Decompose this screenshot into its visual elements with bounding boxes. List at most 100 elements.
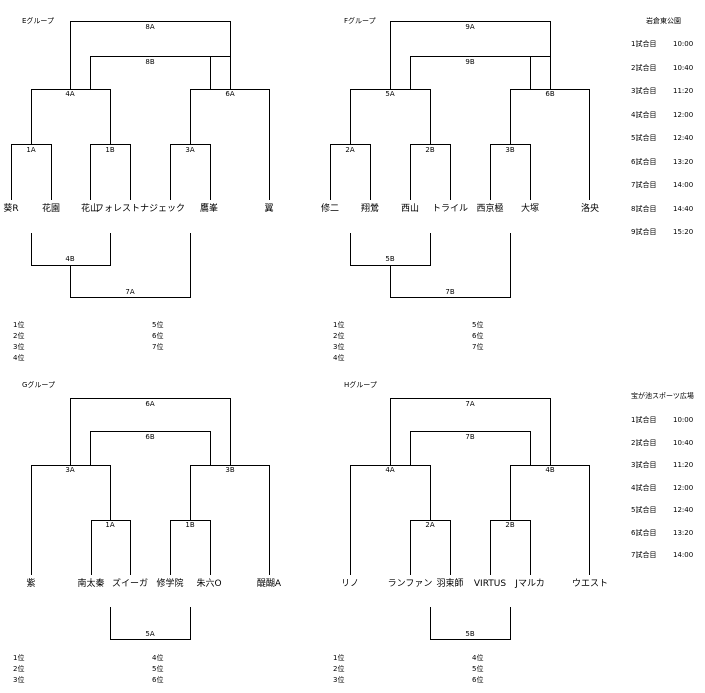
group-h-bracket-line [430,607,431,639]
group-e-bracket-line [11,144,52,145]
group-e-team: 花園 [41,204,61,214]
group-h-bracket-line [589,465,590,575]
venue-1-slot-label: 2試合目 [631,64,657,72]
group-h-title: Hグループ [344,381,377,389]
group-g-match-label: 1B [185,521,195,529]
group-g-bracket-line [210,431,211,465]
group-e-bracket-line [90,144,131,145]
venue-1-slot-time: 13:20 [673,158,694,166]
group-g-match-label: 5A [145,630,155,638]
group-g-team: 紫 [26,579,36,589]
group-e-bracket-line [70,297,191,298]
group-f-bracket-line [430,89,431,144]
group-g-bracket-line [170,520,211,521]
group-g-rank: 3位 [13,676,25,684]
group-f-bracket-line [410,56,411,89]
group-h-team: ランファン [387,579,433,589]
group-h-bracket-line [390,398,551,399]
group-h-rank: 5位 [472,665,484,673]
venue-1-slot-time: 12:00 [673,111,694,119]
group-h-rank: 1位 [333,654,345,662]
venue-2-title: 宝が池スポーツ広場 [631,392,694,400]
group-g-bracket-line [210,520,211,575]
venue-2-slot-label: 6試合目 [631,529,657,537]
group-f-rank: 4位 [333,354,345,362]
group-e-rank: 4位 [13,354,25,362]
group-f-title: Fグループ [344,17,376,25]
group-f-match-label: 3B [505,146,515,154]
group-g-bracket-line [130,520,131,575]
group-f-rank: 6位 [472,332,484,340]
group-g-bracket-line [190,607,191,639]
group-e-match-label: 8A [145,23,155,31]
group-e-bracket-line [230,21,231,89]
group-e-bracket-line [210,56,211,89]
group-g-bracket-line [91,520,131,521]
group-h-team: ウエスト [571,579,609,589]
group-f-rank: 5位 [472,321,484,329]
group-f-rank: 1位 [333,321,345,329]
group-h-team: リノ [340,579,360,589]
group-f-match-label: 7B [445,288,455,296]
venue-1-slot-label: 6試合目 [631,158,657,166]
group-g-bracket-line [110,639,191,640]
group-f-bracket-line [510,89,511,144]
group-e-rank: 5位 [152,321,164,329]
group-e-match-label: 3A [185,146,195,154]
group-e-bracket-line [51,144,52,200]
group-h-match-label: 4A [385,466,395,474]
group-h-bracket-line [410,431,531,432]
venue-1-slot-label: 7試合目 [631,181,657,189]
venue-2-slot-time: 10:40 [673,439,694,447]
venue-1-slot-label: 3試合目 [631,87,657,95]
group-e-bracket-line [130,144,131,200]
group-e-rank: 7位 [152,343,164,351]
group-e-bracket-line [90,56,231,57]
group-f-bracket-line [450,144,451,200]
group-e-match-label: 1A [26,146,36,154]
group-g-bracket-line [170,520,171,575]
venue-1-slot-time: 14:00 [673,181,694,189]
group-h-bracket-line [510,465,511,520]
group-f-team: 西京極 [476,204,504,214]
venue-2-slot-label: 7試合目 [631,551,657,559]
group-g-team: 朱六O [196,579,222,589]
group-e-bracket-line [70,265,71,297]
group-g-rank: 5位 [152,665,164,673]
group-e-match-label: 1B [105,146,115,154]
group-f-bracket-line [350,233,351,265]
venue-2-slot-time: 13:20 [673,529,694,537]
group-f-team: 西山 [400,204,420,214]
group-g-bracket-line [230,398,231,465]
group-f-bracket-line [350,89,351,144]
group-g-bracket-line [269,465,270,575]
venue-2-slot-time: 11:20 [673,461,694,469]
group-f-team: 翔鶯 [360,204,380,214]
group-h-bracket-line [510,465,590,466]
group-g-match-label: 1A [105,521,115,529]
group-g-bracket-line [110,607,111,639]
group-f-match-label: 6B [545,90,555,98]
group-e-match-label: 8B [145,58,155,66]
group-h-bracket-line [530,520,531,575]
group-f-bracket-line [550,21,551,89]
group-f-bracket-line [510,233,511,297]
group-h-bracket-line [350,465,431,466]
group-g-match-label: 3B [225,466,235,474]
group-f-bracket-line [350,89,431,90]
group-g-bracket-line [70,398,71,465]
venue-2-slot-label: 5試合目 [631,506,657,514]
venue-1-slot-label: 8試合目 [631,205,657,213]
group-e-match-label: 4B [65,255,75,263]
group-f-bracket-line [530,56,531,89]
venue-2-slot-time: 14:00 [673,551,694,559]
group-e-bracket-line [210,144,211,200]
venue-2-slot-time: 12:00 [673,484,694,492]
group-e-rank: 6位 [152,332,164,340]
group-g-bracket-line [31,465,32,575]
group-h-bracket-line [490,520,491,575]
group-g-team: 修学院 [156,579,184,589]
group-h-match-label: 4B [545,466,555,474]
group-f-bracket-line [410,144,411,200]
group-e-bracket-line [190,89,191,144]
